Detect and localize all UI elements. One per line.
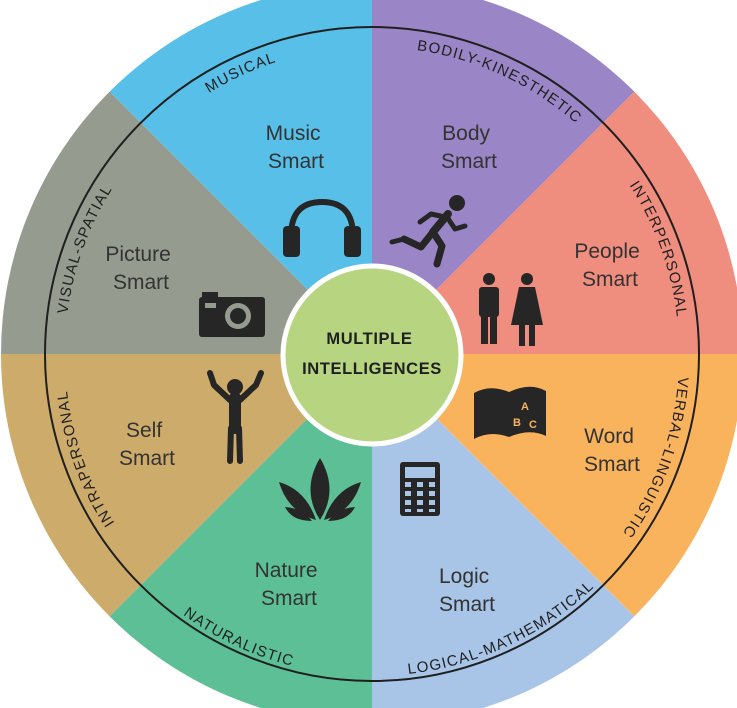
svg-text:C: C (529, 419, 537, 431)
sector-title-music-smart: Music Smart (266, 122, 327, 173)
running-person-icon (389, 195, 468, 268)
calculator-icon (400, 462, 440, 516)
sector-title-picture-smart: Picture Smart (105, 243, 176, 294)
headphones-icon (283, 198, 361, 257)
plant-leaves-icon (279, 458, 361, 521)
abc-book-icon: A B C (474, 386, 546, 439)
camera-icon (199, 292, 265, 337)
inner-ring-line (44, 26, 700, 682)
sector-title-nature-smart: Nature Smart (255, 559, 324, 610)
sector-title-self-smart: Self Smart (119, 419, 175, 470)
arms-raised-person-icon (207, 370, 264, 464)
sector-title-people-smart: People Smart (574, 240, 645, 291)
sector-title-word-smart: Word Smart (584, 425, 640, 476)
center-circle (280, 263, 464, 447)
man-woman-icon (479, 273, 543, 346)
svg-text:A: A (521, 401, 529, 413)
center-title: MULTIPLE INTELLIGENCES (302, 330, 442, 378)
sector-title-logic-smart: Logic Smart (439, 565, 495, 616)
svg-text:B: B (513, 417, 521, 429)
sector-title-body-smart: Body Smart (441, 122, 497, 173)
